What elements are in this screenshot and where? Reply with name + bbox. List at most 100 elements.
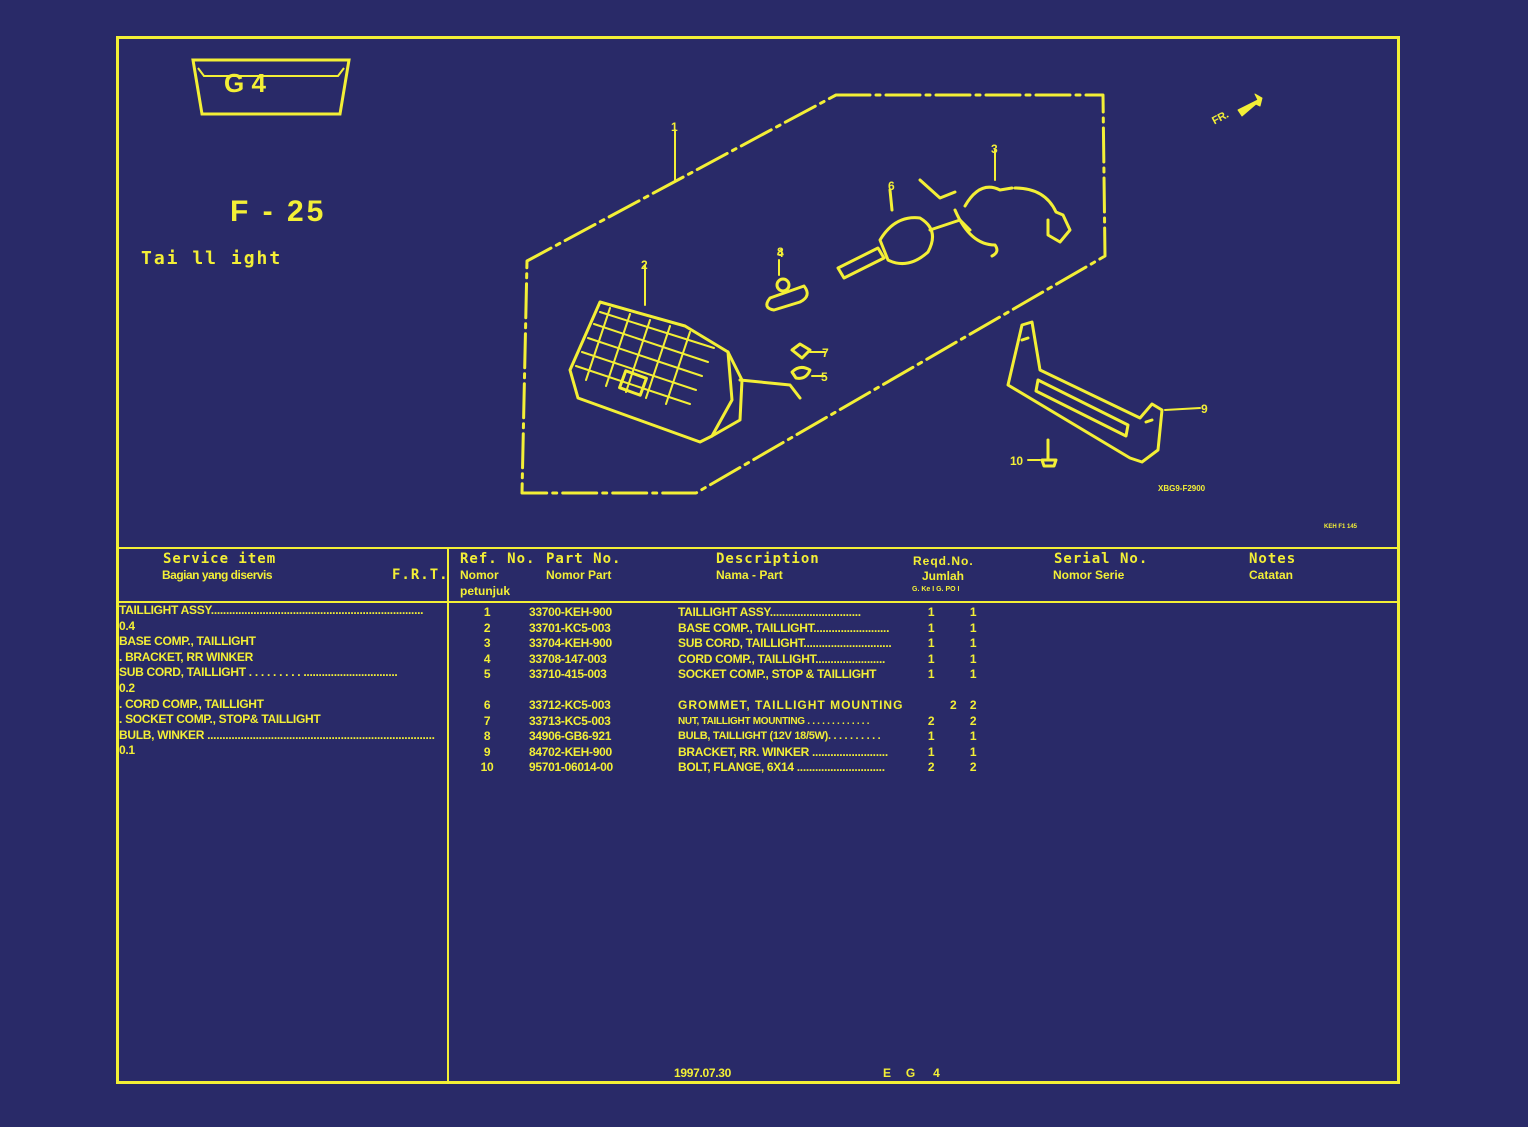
- qty-1: 1: [927, 744, 935, 759]
- part-number: 33710-415-003: [529, 667, 607, 682]
- qty-2: 2: [969, 760, 977, 775]
- part-number: 34906-GB6-921: [529, 729, 612, 744]
- header-notes: Notes: [1249, 551, 1297, 567]
- header-bottom-rule: [116, 601, 1400, 603]
- ref-number: 4: [483, 651, 491, 666]
- ref-number: 7: [483, 713, 491, 728]
- ref-number: 2: [483, 620, 491, 635]
- part-number-column: 33700-KEH-900 33701-KC5-003 33704-KEH-90…: [529, 605, 613, 776]
- qty-1: 1: [927, 651, 935, 666]
- socket-cord-drawing: [836, 149, 1072, 280]
- header-serial-no: Serial No.: [1054, 551, 1149, 567]
- header-service-item-sub: Bagian yang diservis: [162, 568, 273, 582]
- grommet-nut-drawing: [790, 342, 826, 380]
- part-number: 33701-KC5-003: [529, 620, 611, 635]
- part-description: BASE COMP., TAILLIGHT...................…: [678, 620, 890, 635]
- figure-code: F - 25: [230, 195, 327, 228]
- header-frt: F.R.T.: [392, 567, 449, 583]
- service-item: . CORD COMP., TAILLIGHT: [119, 696, 264, 711]
- header-notes-sub: Catatan: [1249, 568, 1294, 582]
- qty-1: 1: [927, 636, 935, 651]
- qty-2: 1: [969, 729, 977, 744]
- callout-6: 6: [888, 179, 895, 193]
- description-column: TAILLIGHT ASSY..........................…: [678, 605, 918, 776]
- header-service-item: Service item: [163, 551, 277, 567]
- header-reqd-no-sub: Jumlah: [922, 569, 965, 583]
- ref-number: 1: [483, 605, 491, 619]
- ref-number: 9: [483, 744, 491, 759]
- service-item: BASE COMP., TAILLIGHT: [119, 634, 256, 649]
- header-serial-no-sub: Nomor Serie: [1053, 568, 1125, 582]
- qty-1: 2: [927, 713, 935, 728]
- exploded-parts-diagram: [520, 93, 1263, 495]
- group-badge-outline: [191, 58, 351, 116]
- assembly-boundary: [520, 93, 1107, 495]
- header-description: Description: [716, 551, 820, 567]
- ref-number: 6: [483, 697, 491, 712]
- service-item: 0.4: [119, 618, 135, 633]
- taillight-lens-drawing: [568, 264, 802, 444]
- service-item: TAILLIGHT ASSY..........................…: [119, 603, 424, 617]
- callout-7: 7: [822, 346, 829, 360]
- service-item: . SOCKET COMP., STOP& TAILLIGHT: [119, 712, 321, 727]
- bulb-drawing: [765, 259, 809, 312]
- callout-2: 2: [641, 258, 648, 272]
- service-item-list: TAILLIGHT ASSY..........................…: [119, 603, 445, 759]
- footer-page-code: E G 4: [883, 1066, 940, 1080]
- part-number: 84702-KEH-900: [529, 744, 612, 759]
- service-item: 0.1: [119, 743, 135, 758]
- column-divider: [447, 547, 449, 1082]
- callout-4: 4: [777, 246, 784, 260]
- header-part-no-sub: Nomor Part: [546, 568, 612, 582]
- qty-2: 1: [969, 605, 977, 619]
- qty-2: 2: [969, 697, 977, 712]
- header-reqd-no-cols: G. Ke I G. PO I: [912, 586, 960, 593]
- part-description: CORD COMP., TAILLIGHT...................…: [678, 651, 886, 666]
- footer-date: 1997.07.30: [674, 1066, 732, 1080]
- service-item: . BRACKET, RR WINKER: [119, 649, 253, 664]
- part-description: NUT, TAILLIGHT MOUNTING . . . . . . . . …: [678, 715, 870, 727]
- header-ref-no-sub: Nomor: [460, 568, 499, 582]
- callout-9: 9: [1201, 402, 1208, 416]
- callout-8: 8: [777, 245, 784, 259]
- qty-1: 1: [927, 729, 935, 744]
- part-description: BOLT, FLANGE, 6X14 .....................…: [678, 760, 885, 775]
- qty-2: 1: [969, 620, 977, 635]
- part-number: 33713-KC5-003: [529, 713, 611, 728]
- callout-1: 1: [671, 120, 678, 134]
- table-top-rule: [116, 547, 1400, 549]
- bolt-drawing: [1027, 438, 1058, 468]
- callout-5: 5: [821, 370, 828, 384]
- qty-2: 1: [969, 636, 977, 651]
- part-number: 33700-KEH-900: [529, 605, 612, 619]
- corner-code: KEH F1 145: [1324, 524, 1358, 530]
- front-arrow-icon: [1237, 93, 1263, 117]
- part-description: BULB, TAILLIGHT (12V 18/5W). . . . . . .…: [678, 730, 881, 743]
- qty-2: 2: [969, 713, 977, 728]
- qty-1: 1: [927, 667, 935, 682]
- part-description: GROMMET, TAILLIGHT MOUNTING: [678, 697, 904, 712]
- header-description-sub: Nama - Part: [716, 568, 783, 582]
- ref-number: 8: [483, 729, 491, 744]
- part-description: SUB CORD, TAILLIGHT.....................…: [678, 636, 892, 651]
- part-description: TAILLIGHT ASSY..........................…: [678, 605, 861, 619]
- ref-number: 10: [480, 760, 494, 775]
- qty-2: 1: [969, 744, 977, 759]
- ref-number: 3: [483, 636, 491, 651]
- service-item: 0.2: [119, 680, 135, 695]
- callout-3: 3: [991, 142, 998, 156]
- qty-1: 1: [927, 620, 935, 635]
- part-number: 95701-06014-00: [529, 760, 613, 775]
- part-number: 33704-KEH-900: [529, 636, 612, 651]
- header-ref-no: Ref. No.: [460, 551, 536, 567]
- part-description: SOCKET COMP., STOP & TAILLIGHT: [678, 667, 877, 682]
- callout-10: 10: [1010, 454, 1023, 468]
- figure-title: Tai ll ight: [141, 248, 283, 269]
- drawing-code: XBG9-F2900: [1158, 484, 1206, 493]
- header-reqd-no: Reqd.No.: [913, 554, 974, 568]
- winker-bracket-drawing: [1006, 320, 1201, 464]
- part-number: 33712-KC5-003: [529, 697, 611, 712]
- ref-number-column: 1 2 3 4 5 6 7 8 9 10: [472, 605, 502, 776]
- qty-2: 1: [969, 667, 977, 682]
- qty-column-2: 1 1 1 1 1 2 2 1 1 2: [966, 605, 980, 776]
